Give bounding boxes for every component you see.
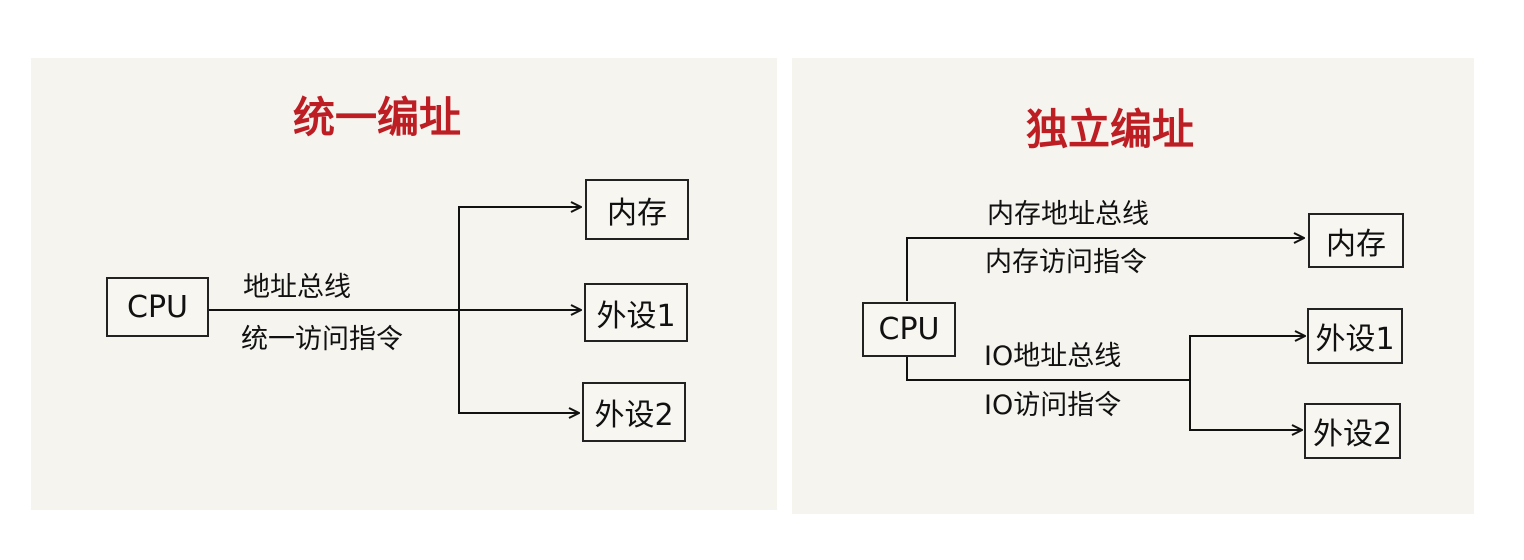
memory-access-label: 内存访问指令 bbox=[985, 247, 1147, 278]
memory-box: 内存 bbox=[585, 179, 689, 240]
cpu-box: CPU bbox=[106, 277, 209, 337]
independent-addressing-panel: 独立编址 CPU 内存地址总线 内存访问指令 IO地址总线 IO访问指令 内存 … bbox=[792, 58, 1474, 514]
memory-bus-line bbox=[906, 238, 1304, 301]
connection-arrows bbox=[906, 58, 1474, 514]
panel-title: 统一编址 bbox=[293, 93, 462, 142]
io-bus-line bbox=[906, 357, 1190, 381]
connection-arrows bbox=[209, 58, 777, 510]
bus-branch-memory bbox=[458, 207, 581, 310]
peripheral2-box: 外设2 bbox=[582, 382, 686, 442]
unified-addressing-panel: 统一编址 CPU 地址总线 统一访问指令 内存 外设1 外设2 bbox=[31, 58, 777, 510]
peripheral1-box: 外设1 bbox=[1307, 308, 1403, 364]
address-bus-label: 地址总线 bbox=[243, 272, 351, 303]
memory-box: 内存 bbox=[1308, 213, 1404, 268]
panel-title: 独立编址 bbox=[1026, 105, 1195, 154]
bus-branch-peripheral2 bbox=[458, 310, 579, 413]
io-access-label: IO访问指令 bbox=[984, 390, 1122, 421]
cpu-box: CPU bbox=[862, 302, 956, 357]
peripheral1-box: 外设1 bbox=[584, 283, 688, 342]
io-branch-peripheral1 bbox=[1189, 336, 1305, 380]
memory-address-bus-label: 内存地址总线 bbox=[987, 199, 1149, 230]
io-address-bus-label: IO地址总线 bbox=[984, 341, 1122, 372]
io-branch-peripheral2 bbox=[1189, 380, 1302, 430]
peripheral2-box: 外设2 bbox=[1304, 403, 1401, 459]
unified-access-label: 统一访问指令 bbox=[241, 324, 403, 355]
